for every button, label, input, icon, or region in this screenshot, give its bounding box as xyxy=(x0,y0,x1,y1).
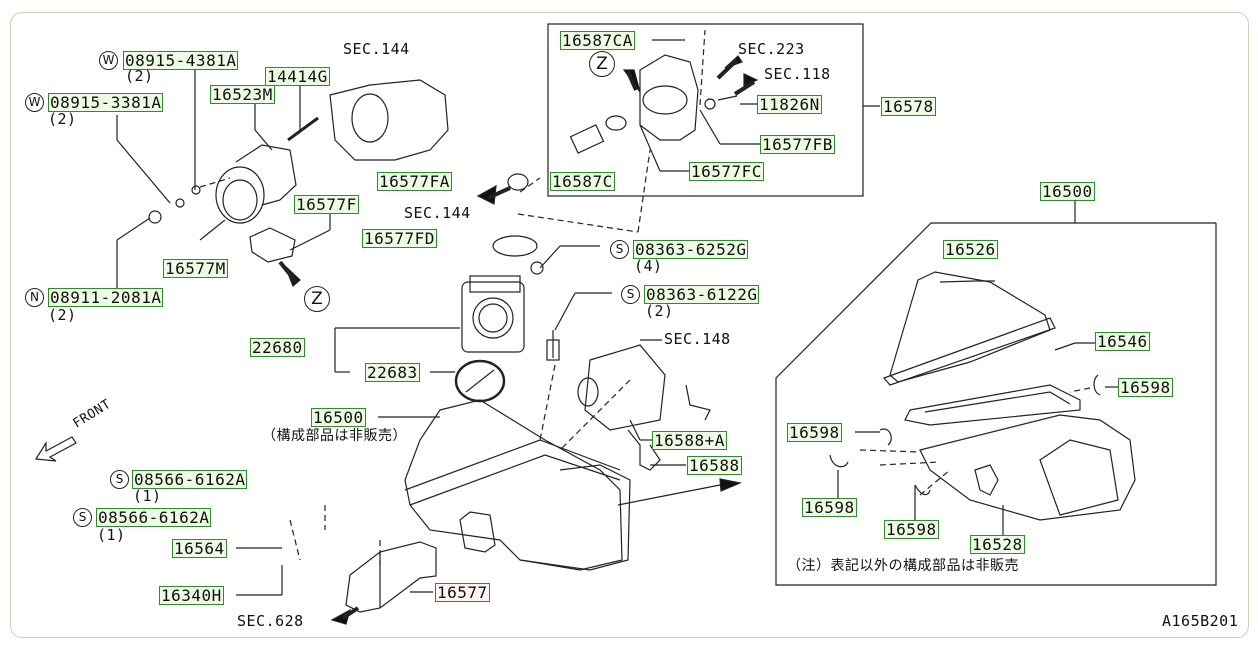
part-label-16577fd[interactable]: 16577FD xyxy=(362,229,437,248)
part-label-14414g[interactable]: 14414G xyxy=(265,67,330,86)
section-ref-sec223[interactable]: SEC.223 xyxy=(738,40,805,58)
part-label-16588[interactable]: 16588 xyxy=(687,456,742,475)
part-label-16500-main[interactable]: 16500 xyxy=(311,408,366,427)
zone-z-marker: Z xyxy=(304,286,330,312)
part-label-16577fb[interactable]: 16577FB xyxy=(760,135,835,154)
inset-box-16578 xyxy=(547,23,864,197)
part-label-16577fc[interactable]: 16577FC xyxy=(689,162,764,181)
section-ref-sec148[interactable]: SEC.148 xyxy=(664,330,731,348)
qty-label: (1) xyxy=(97,526,126,544)
part-label-16340h[interactable]: 16340H xyxy=(159,586,224,605)
section-ref-sec144[interactable]: SEC.144 xyxy=(404,204,471,222)
part-label-16598[interactable]: 16598 xyxy=(1118,378,1173,397)
nut-symbol: N xyxy=(25,288,44,307)
air-cleaner-body-shape xyxy=(404,399,623,571)
part-label-08566-6162a[interactable]: 08566-6162A xyxy=(96,508,212,527)
screw-symbol: S xyxy=(621,285,640,304)
section-ref-sec118[interactable]: SEC.118 xyxy=(764,65,831,83)
part-label-08566-6162a[interactable]: 08566-6162A xyxy=(132,470,248,489)
part-label-16577m[interactable]: 16577M xyxy=(163,259,228,278)
part-label-16587ca[interactable]: 16587CA xyxy=(560,31,635,50)
section-ref-sec628[interactable]: SEC.628 xyxy=(237,612,304,630)
part-label-16578[interactable]: 16578 xyxy=(881,97,936,116)
part-label-16577f[interactable]: 16577F xyxy=(294,195,359,214)
part-label-16564[interactable]: 16564 xyxy=(172,539,227,558)
qty-label: (2) xyxy=(48,110,77,128)
part-label-11826n[interactable]: 11826N xyxy=(757,95,822,114)
assembly-box-16500 xyxy=(775,222,1217,586)
part-label-16528[interactable]: 16528 xyxy=(970,535,1025,554)
note-not-sold: （構成部品は非販売） xyxy=(262,428,407,444)
part-label-16523m[interactable]: 16523M xyxy=(210,85,275,104)
part-label-16577-selected[interactable]: 16577 xyxy=(435,583,490,602)
qty-label: (1) xyxy=(133,487,162,505)
diagram-frame xyxy=(10,12,1249,638)
qty-label: (2) xyxy=(125,67,154,85)
part-label-16598[interactable]: 16598 xyxy=(787,423,842,442)
part-label-08363-6122g[interactable]: 08363-6122G xyxy=(644,285,760,304)
screw-symbol: S xyxy=(110,470,129,489)
qty-label: (2) xyxy=(48,306,77,324)
part-label-16587c[interactable]: 16587C xyxy=(550,172,615,191)
zone-z-marker: Z xyxy=(589,51,615,77)
part-label-16588-a[interactable]: 16588+A xyxy=(652,431,727,450)
part-label-08911-2081a[interactable]: 08911-2081A xyxy=(48,288,164,307)
part-label-08363-6252g[interactable]: 08363-6252G xyxy=(633,240,749,259)
screw-symbol: S xyxy=(610,240,629,259)
part-label-08915-3381a[interactable]: 08915-3381A xyxy=(48,93,164,112)
washer-symbol: W xyxy=(25,93,44,112)
washer-symbol: W xyxy=(99,51,118,70)
diagram-code: A165B201 xyxy=(1162,612,1239,630)
part-label-22683[interactable]: 22683 xyxy=(365,363,420,382)
part-label-16577fa[interactable]: 16577FA xyxy=(377,172,452,191)
note-components-not-sold: （注）表記以外の構成部品は非販売 xyxy=(787,558,1019,574)
part-label-16598[interactable]: 16598 xyxy=(802,498,857,517)
part-label-16546[interactable]: 16546 xyxy=(1095,332,1150,351)
front-arrow-icon xyxy=(34,436,77,462)
part-label-16526[interactable]: 16526 xyxy=(943,240,998,259)
part-label-16500-assembly[interactable]: 16500 xyxy=(1040,182,1095,201)
part-label-08915-4381a[interactable]: 08915-4381A xyxy=(123,51,239,70)
qty-label: (4) xyxy=(634,257,663,275)
screw-symbol: S xyxy=(73,508,92,527)
part-label-16598[interactable]: 16598 xyxy=(884,520,939,539)
qty-label: (2) xyxy=(645,302,674,320)
section-ref-sec144[interactable]: SEC.144 xyxy=(343,40,410,58)
part-label-22680[interactable]: 22680 xyxy=(250,338,305,357)
